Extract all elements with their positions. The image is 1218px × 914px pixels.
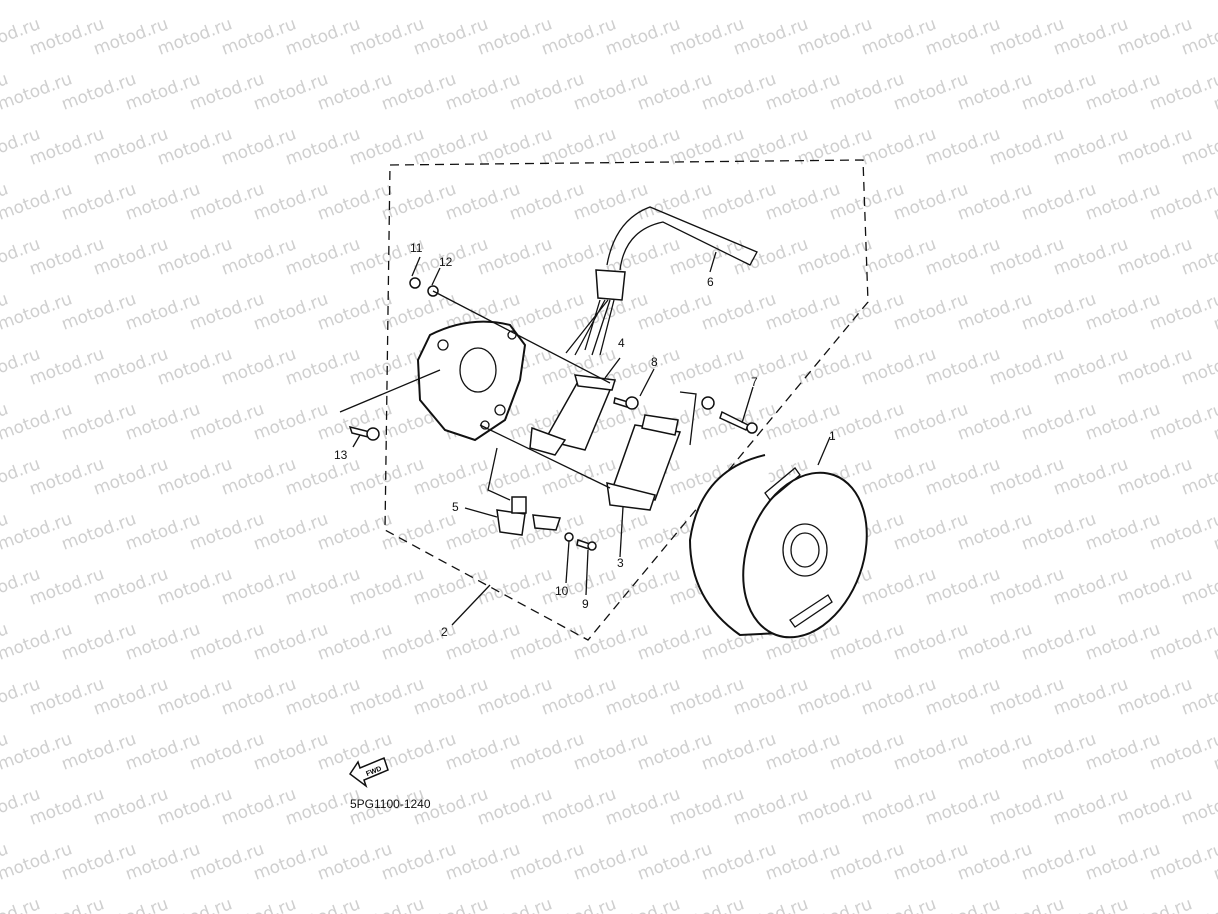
leader-lines <box>339 251 831 626</box>
source-coil <box>529 374 616 456</box>
callout-12: 12 <box>439 255 453 269</box>
callout-2: 2 <box>441 625 448 639</box>
pickup-coil <box>496 496 562 536</box>
callout-3: 3 <box>617 556 624 570</box>
callout-9: 9 <box>582 597 589 611</box>
flywheel-rotor <box>688 454 868 639</box>
callout-4: 4 <box>618 336 625 350</box>
callout-13: 13 <box>334 448 348 462</box>
stator-plate <box>416 320 527 442</box>
callout-7: 7 <box>751 375 758 389</box>
callout-1: 1 <box>829 429 836 443</box>
fasteners <box>348 277 758 551</box>
callout-5: 5 <box>452 500 459 514</box>
charging-coil <box>606 414 682 511</box>
callout-8: 8 <box>651 355 658 369</box>
callout-11: 11 <box>410 241 423 255</box>
diagram-code: 5PG1100-1240 <box>350 797 431 811</box>
fwd-arrow-icon: FWD <box>348 756 389 789</box>
assembly-boundary <box>384 159 869 641</box>
callout-6: 6 <box>707 275 714 289</box>
callout-10: 10 <box>555 584 569 598</box>
wire-harness <box>565 206 758 356</box>
